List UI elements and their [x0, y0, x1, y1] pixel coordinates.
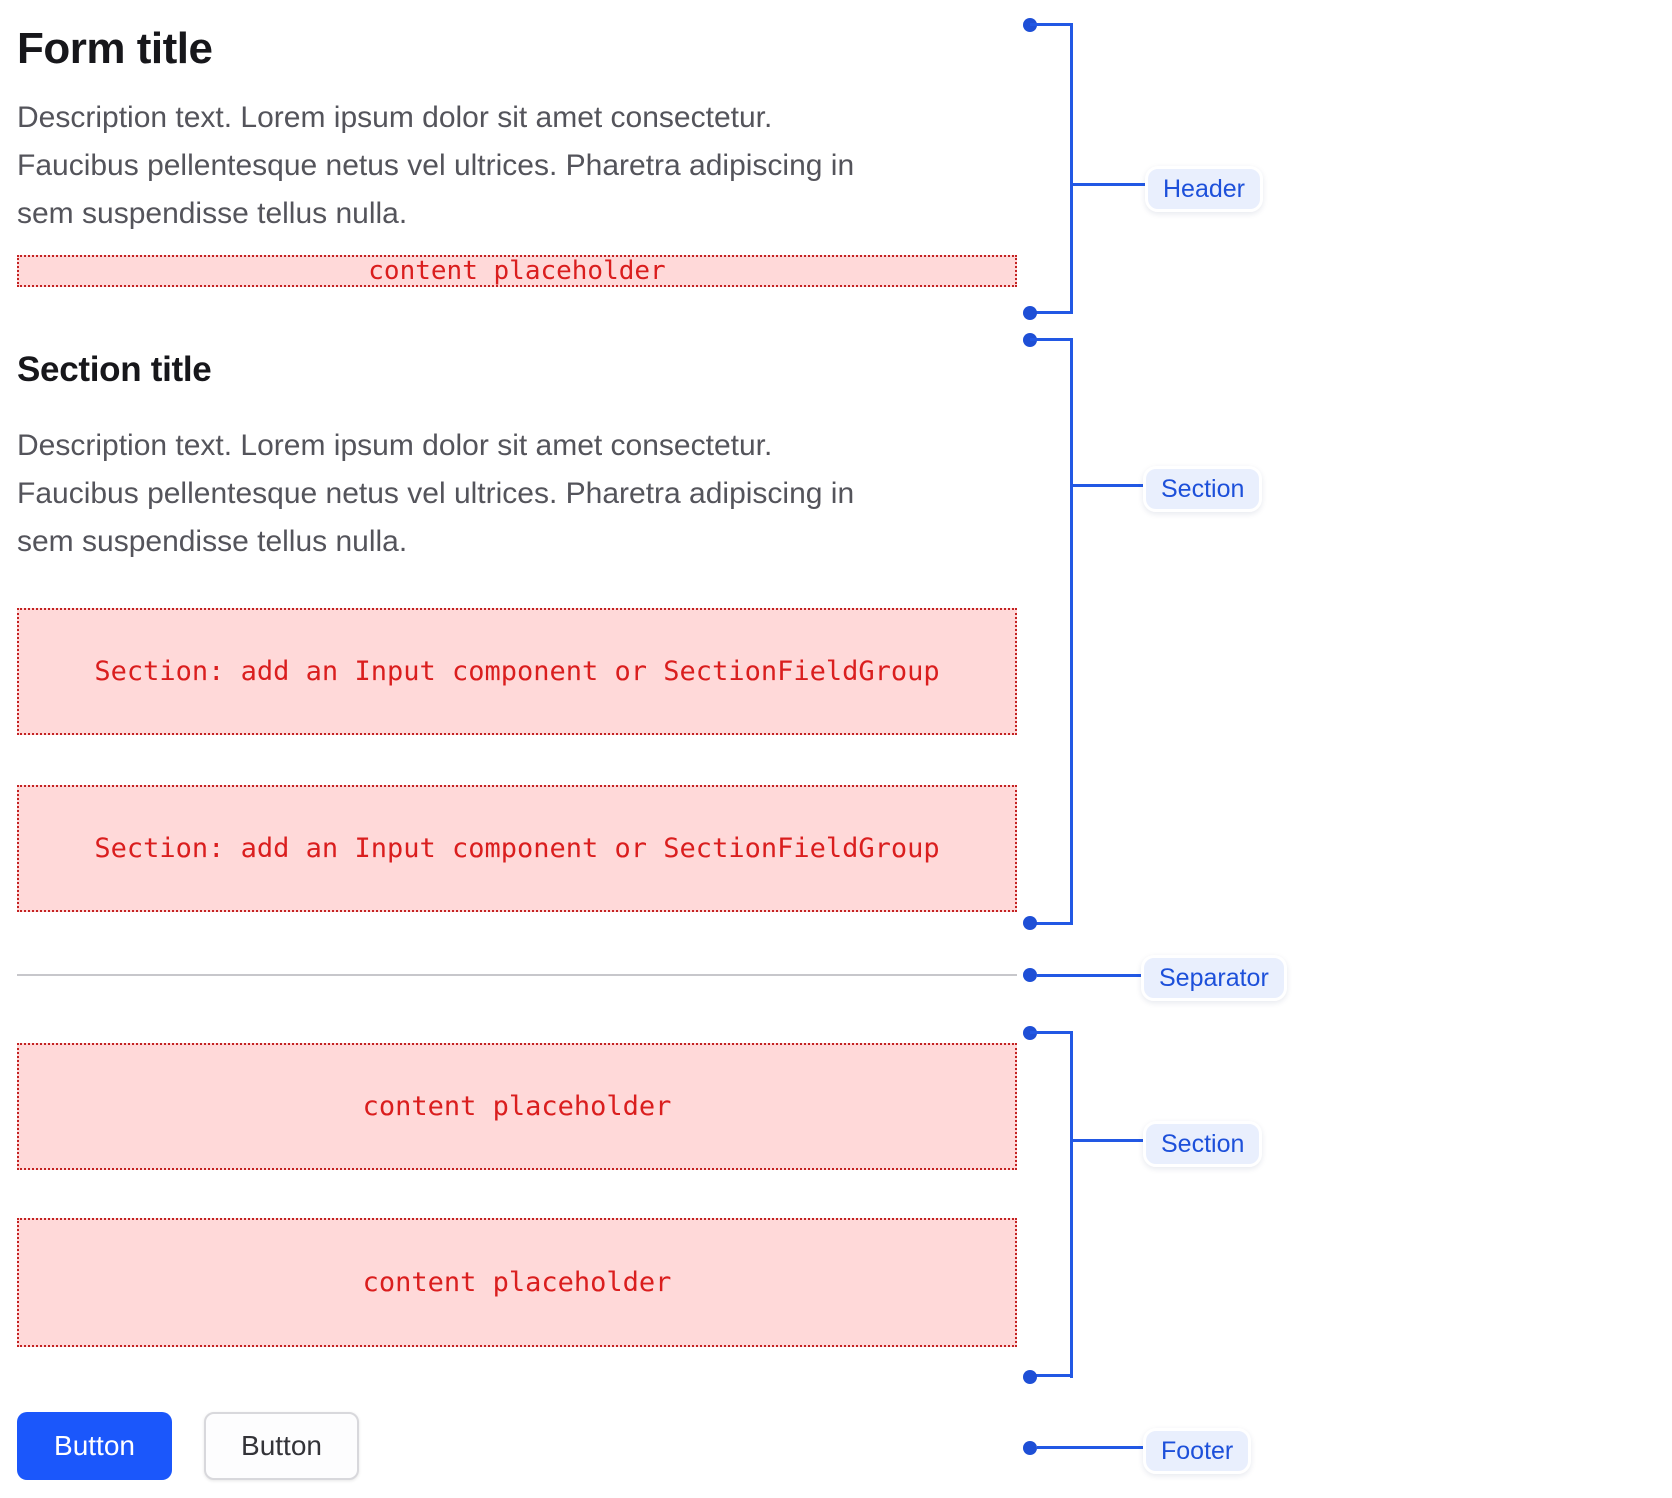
- header-content-placeholder: content placeholder: [17, 255, 1017, 287]
- form-description-line: Faucibus pellentesque netus vel ultrices…: [17, 149, 855, 182]
- annotation-dot: [1023, 968, 1037, 982]
- form-description-line: sem suspendisse tellus nulla.: [17, 197, 408, 230]
- annotation-line: [1030, 311, 1073, 314]
- placeholder-text: Section: add an Input component or Secti…: [94, 833, 940, 864]
- annotation-line: [1073, 484, 1143, 487]
- annotation-line: [1070, 1031, 1073, 1378]
- section-content-placeholder: content placeholder: [17, 1043, 1017, 1170]
- annotation-dot: [1023, 306, 1037, 320]
- primary-button[interactable]: Button: [17, 1412, 172, 1480]
- header-annotation-label: Header: [1145, 166, 1263, 212]
- annotation-line: [1073, 1139, 1143, 1142]
- annotation-line: [1070, 23, 1073, 314]
- second-section-annotation-label: Section: [1143, 1121, 1263, 1167]
- secondary-button[interactable]: Button: [204, 1412, 359, 1480]
- section-description-line: Description text. Lorem ipsum dolor sit …: [17, 429, 773, 462]
- form-title: Form title: [17, 24, 213, 73]
- annotation-line: [1030, 338, 1073, 341]
- placeholder-text: content placeholder: [362, 1091, 672, 1122]
- annotation-dot: [1023, 916, 1037, 930]
- form-description-line: Description text. Lorem ipsum dolor sit …: [17, 101, 773, 134]
- separator-line: [17, 974, 1017, 976]
- form-description: Description text. Lorem ipsum dolor sit …: [17, 94, 997, 238]
- annotation-line: [1030, 1374, 1073, 1377]
- annotation-dot: [1023, 1370, 1037, 1384]
- placeholder-text: content placeholder: [368, 256, 666, 286]
- placeholder-text: Section: add an Input component or Secti…: [94, 656, 940, 687]
- annotation-line: [1030, 1031, 1073, 1034]
- annotation-line: [1037, 974, 1141, 977]
- section-content-placeholder: content placeholder: [17, 1218, 1017, 1347]
- annotation-line: [1030, 922, 1073, 925]
- section-input-slot-placeholder: Section: add an Input component or Secti…: [17, 785, 1017, 912]
- separator-annotation-label: Separator: [1141, 955, 1287, 1001]
- section-title: Section title: [17, 350, 212, 389]
- placeholder-text: content placeholder: [362, 1267, 672, 1298]
- section-input-slot-placeholder: Section: add an Input component or Secti…: [17, 608, 1017, 735]
- annotation-dot: [1023, 1441, 1037, 1455]
- section-annotation-label: Section: [1143, 466, 1263, 512]
- annotation-line: [1030, 23, 1073, 26]
- footer-annotation-label: Footer: [1143, 1428, 1252, 1474]
- annotation-line: [1037, 1446, 1143, 1449]
- annotation-line: [1070, 338, 1073, 925]
- section-description-line: sem suspendisse tellus nulla.: [17, 525, 408, 558]
- annotation-line: [1073, 183, 1145, 186]
- section-description-line: Faucibus pellentesque netus vel ultrices…: [17, 477, 855, 510]
- section-description: Description text. Lorem ipsum dolor sit …: [17, 422, 997, 566]
